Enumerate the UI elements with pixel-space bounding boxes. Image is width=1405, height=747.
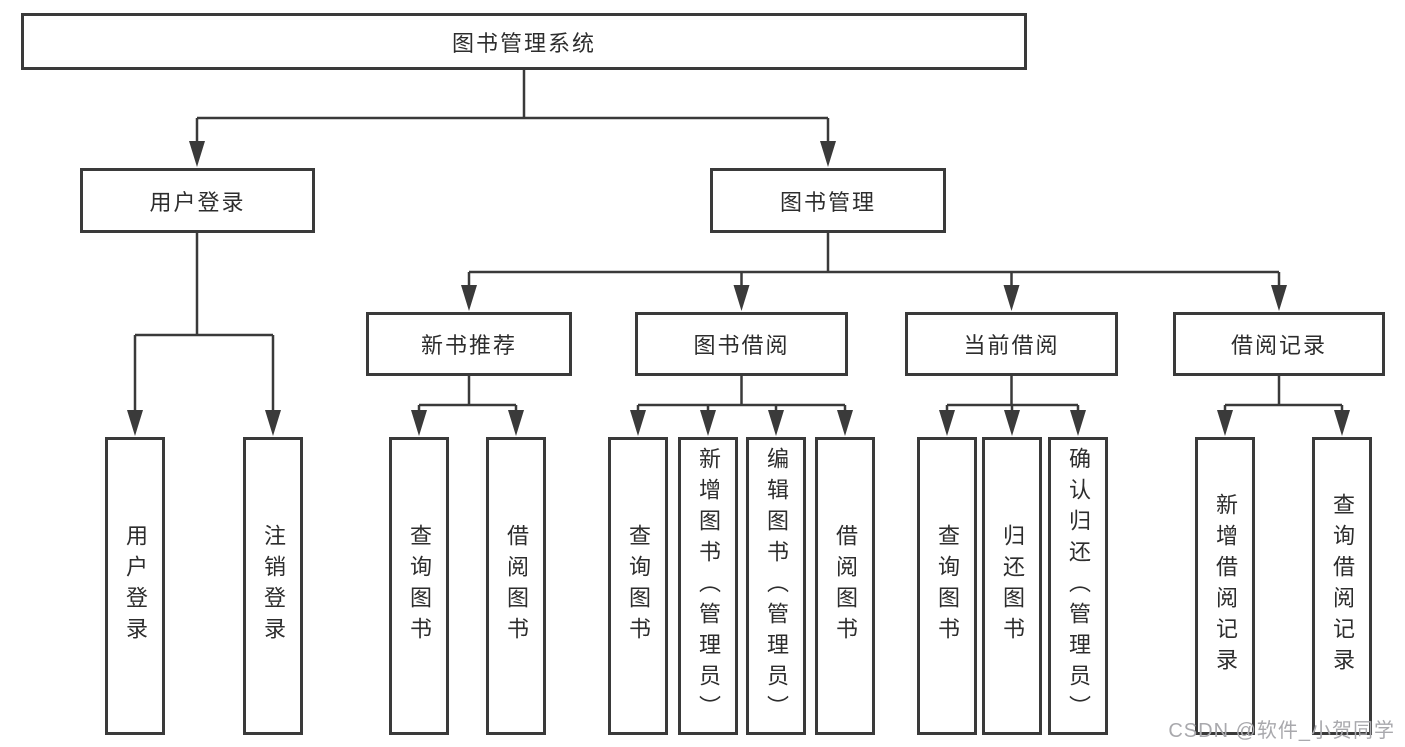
node-label: 借阅记录 [1230,333,1327,358]
leaf-label: 新增借阅记录 [1213,493,1238,679]
leaf-add-books-admin: 新增图书（管理员） [678,437,738,735]
leaf-confirm-return-admin: 确认归还（管理员） [1048,437,1108,735]
leaf-label: 归还图书 [1000,524,1025,648]
csdn-watermark: CSDN @软件_小贺同学 [1168,720,1395,742]
leaf-label: 确认归还（管理员） [1066,446,1091,726]
leaf-label: 查询图书 [935,524,960,648]
node-user-login-branch: 用户登录 [80,168,315,233]
leaf-label: 查询图书 [407,524,432,648]
leaf-label: 新增图书（管理员） [696,446,721,726]
node-new-book-recommendation: 新书推荐 [366,312,572,376]
leaf-query-books-borrowing: 查询图书 [608,437,668,735]
leaf-return-books: 归还图书 [982,437,1042,735]
leaf-label: 借阅图书 [833,524,858,648]
leaf-edit-books-admin: 编辑图书（管理员） [746,437,806,735]
node-label: 用户登录 [149,189,246,215]
node-label: 图书管理系统 [451,30,596,56]
node-book-borrowing: 图书借阅 [635,312,848,376]
node-current-borrowing: 当前借阅 [905,312,1118,376]
leaf-borrow-books-recommend: 借阅图书 [486,437,546,735]
leaf-query-books-recommend: 查询图书 [389,437,449,735]
leaf-query-books-current: 查询图书 [917,437,977,735]
node-borrowing-records: 借阅记录 [1173,312,1385,376]
leaf-user-login: 用户登录 [105,437,165,735]
node-book-management-branch: 图书管理 [710,168,946,233]
node-label: 当前借阅 [963,333,1060,358]
node-label: 图书借阅 [693,333,790,358]
leaf-borrow-books: 借阅图书 [815,437,875,735]
leaf-query-borrow-record: 查询借阅记录 [1312,437,1372,735]
node-label: 图书管理 [779,189,876,215]
leaf-label: 编辑图书（管理员） [764,446,789,726]
leaf-label: 借阅图书 [504,524,529,648]
node-root-library-system: 图书管理系统 [21,13,1027,70]
leaf-label: 查询借阅记录 [1330,493,1355,679]
leaf-label: 用户登录 [123,524,148,648]
leaf-label: 查询图书 [626,524,651,648]
leaf-logout: 注销登录 [243,437,303,735]
leaf-add-borrow-record: 新增借阅记录 [1195,437,1255,735]
node-label: 新书推荐 [420,333,517,358]
leaf-label: 注销登录 [261,524,286,648]
